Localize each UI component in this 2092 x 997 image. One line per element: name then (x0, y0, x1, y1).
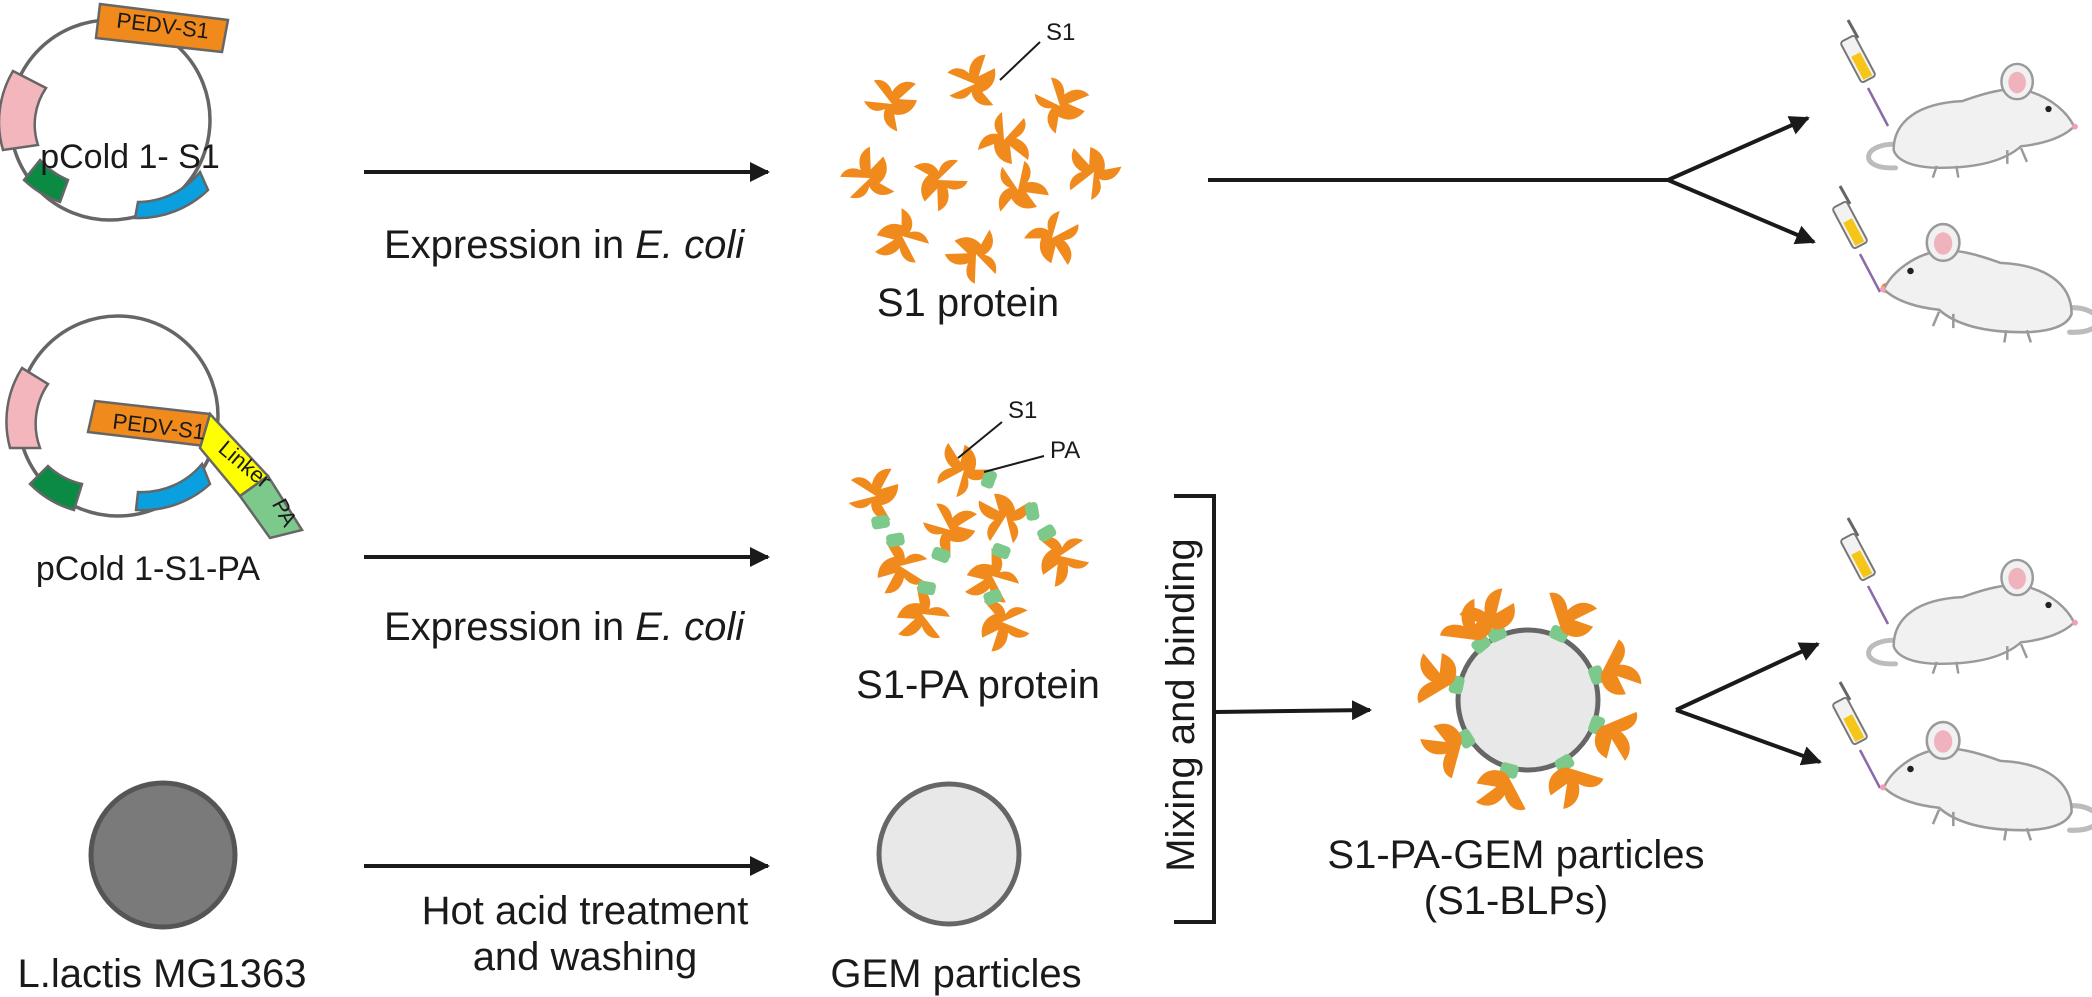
mouse-intranasal-bottom-2 (1830, 680, 2092, 840)
mouse-injection-top-1 (1838, 18, 2078, 178)
s1-protein-mark (1064, 144, 1124, 205)
arrow-mixing-to-blp (1215, 700, 1372, 721)
plasmid-top: PEDV-S1 pCold 1- S1 (0, 2, 230, 222)
s1-protein-cluster (832, 52, 1124, 292)
plasmid-mid-name: pCold 1-S1-PA (36, 550, 261, 588)
arrow-top-to-mouse-2 (1667, 178, 1816, 245)
lactis-cell (88, 780, 238, 930)
s1pa-protein-mark (977, 487, 1043, 548)
protein-mid-callout-pa: PA (1050, 437, 1080, 464)
s1-protein-mark (870, 203, 938, 269)
blp-label-line2: (S1-BLPs) (1424, 879, 1609, 923)
plasmid-top-name: pCold 1- S1 (40, 138, 220, 176)
mouse-injection-bottom-1 (1838, 516, 2078, 674)
syringe-icon (1830, 680, 1882, 790)
s1-blp-particle (1411, 585, 1644, 817)
mouse-icon (1880, 722, 2092, 840)
mouse-icon (1880, 224, 2092, 342)
syringe-icon (1838, 516, 1890, 626)
s1-protein-mark (940, 52, 1007, 119)
blp-label-line1: S1-PA-GEM particles (1327, 833, 1704, 877)
syringe-icon (1830, 184, 1882, 294)
gem-particle (876, 781, 1022, 927)
s1-protein-mark (981, 153, 1052, 224)
plasmid-mid: PEDV-S1 Linker PA pCold 1-S1-PA (5, 314, 304, 588)
arrow-blp-to-mouse-1 (1675, 642, 1820, 712)
s1-protein-mark (859, 74, 920, 134)
arrow-top-to-mouse-1 (1208, 116, 1810, 182)
step-bottom-line2: and washing (473, 935, 698, 979)
protein-top-label: S1 protein (877, 281, 1059, 325)
s1-protein-mark (1019, 202, 1085, 270)
protein-top-callout: S1 (1046, 19, 1075, 46)
step-top-label: Expression in E. coli (384, 223, 745, 267)
s1pa-protein-mark (1023, 513, 1097, 589)
step-mid-label: Expression in E. coli (384, 605, 745, 649)
s1-protein-mark (832, 143, 906, 216)
protein-mid-callout-s1: S1 (1008, 397, 1037, 424)
mouse-icon (1869, 64, 2078, 178)
s1pa-protein-cluster (844, 439, 1097, 654)
mixing-label: Mixing and binding (1159, 538, 1203, 872)
step-bottom-line1: Hot acid treatment (422, 889, 749, 933)
syringe-icon (1838, 18, 1890, 128)
arrow-blp-to-mouse-2 (1675, 708, 1822, 766)
s1pa-protein-mark (844, 467, 905, 533)
s1-protein-mark (902, 142, 976, 215)
s1-protein-mark (1022, 70, 1094, 141)
protein-mid-label: S1-PA protein (856, 663, 1100, 707)
s1-protein-mark (978, 112, 1029, 164)
s1pa-protein-mark (894, 577, 955, 643)
mouse-icon (1869, 560, 2078, 674)
mouse-intranasal-top-2 (1830, 184, 2092, 342)
lactis-label: L.lactis MG1363 (17, 952, 306, 996)
mixing-bracket (1174, 494, 1216, 924)
gem-label: GEM particles (830, 952, 1081, 996)
